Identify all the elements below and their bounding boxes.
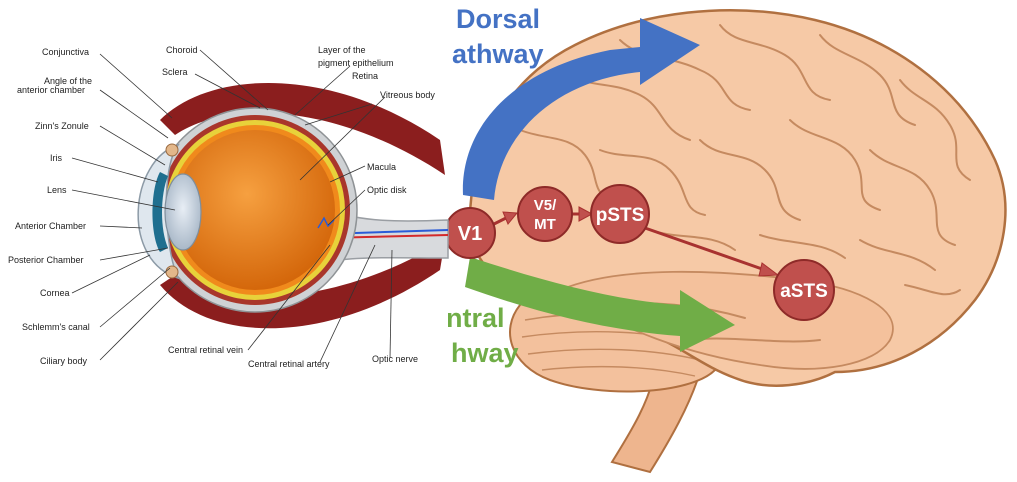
label-anterior-chamber: Anterior Chamber: [15, 221, 86, 231]
label-vitreous-body: Vitreous body: [380, 90, 435, 100]
label-iris: Iris: [50, 153, 62, 163]
node-asts-label: aSTS: [780, 281, 828, 302]
node-v1-label: V1: [458, 223, 482, 245]
label-macula: Macula: [367, 162, 396, 172]
label-choroid: Choroid: [166, 45, 198, 55]
label-central-retinal-vein: Central retinal vein: [168, 345, 243, 355]
label-posterior-chamber: Posterior Chamber: [8, 255, 84, 265]
brain-panel: Dorsal athway ntral hway V1 V5/ MT pSTS …: [445, 4, 1005, 472]
ciliary-upper: [166, 144, 178, 156]
label-ciliary-body: Ciliary body: [40, 356, 88, 366]
lens: [165, 174, 201, 250]
label-cornea: Cornea: [40, 288, 70, 298]
label-pigment-line2: pigment epithelium: [318, 58, 394, 68]
ventral-title-line1: ntral: [446, 303, 505, 333]
label-lens: Lens: [47, 185, 67, 195]
label-central-retinal-artery: Central retinal artery: [248, 359, 330, 369]
node-v5-label-line2: MT: [534, 216, 556, 233]
label-retina: Retina: [352, 71, 378, 81]
label-angle-line2: anterior chamber: [17, 85, 85, 95]
node-v5-label-line1: V5/: [534, 197, 557, 214]
eye-panel: Conjunctiva Angle of the anterior chambe…: [0, 0, 448, 482]
label-pigment-line1: Layer of the: [318, 45, 366, 55]
label-zinns-zonule: Zinn's Zonule: [35, 121, 89, 131]
label-optic-nerve: Optic nerve: [372, 354, 418, 364]
label-conjunctiva: Conjunctiva: [42, 47, 89, 57]
node-psts-label: pSTS: [596, 205, 645, 226]
label-optic-disk: Optic disk: [367, 185, 407, 195]
ciliary-lower: [166, 266, 178, 278]
label-schlemms-canal: Schlemm's canal: [22, 322, 90, 332]
dorsal-title-line2: athway: [452, 39, 544, 69]
ventral-title-line2: hway: [451, 338, 519, 368]
label-sclera: Sclera: [162, 67, 188, 77]
dorsal-title-line1: Dorsal: [456, 4, 540, 34]
